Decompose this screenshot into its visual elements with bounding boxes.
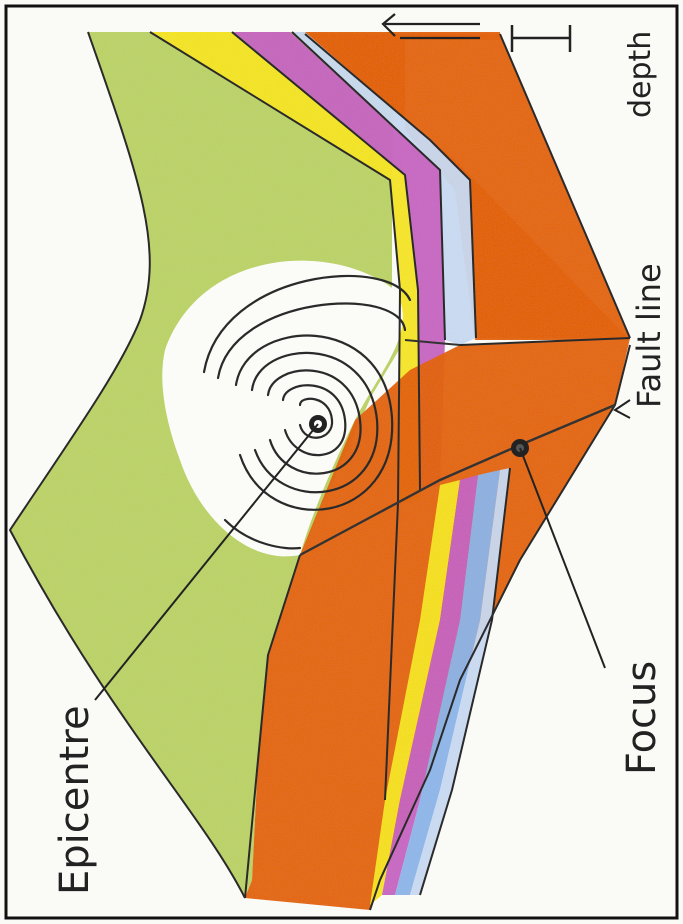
label-fault-line: Fault line <box>630 263 668 408</box>
fault-arrow-icon <box>615 400 630 418</box>
label-depth: depth <box>623 31 658 118</box>
label-focus: Focus <box>619 661 665 775</box>
depth-scale-icon <box>512 25 570 52</box>
label-epicentre: Epicentre <box>52 705 98 895</box>
